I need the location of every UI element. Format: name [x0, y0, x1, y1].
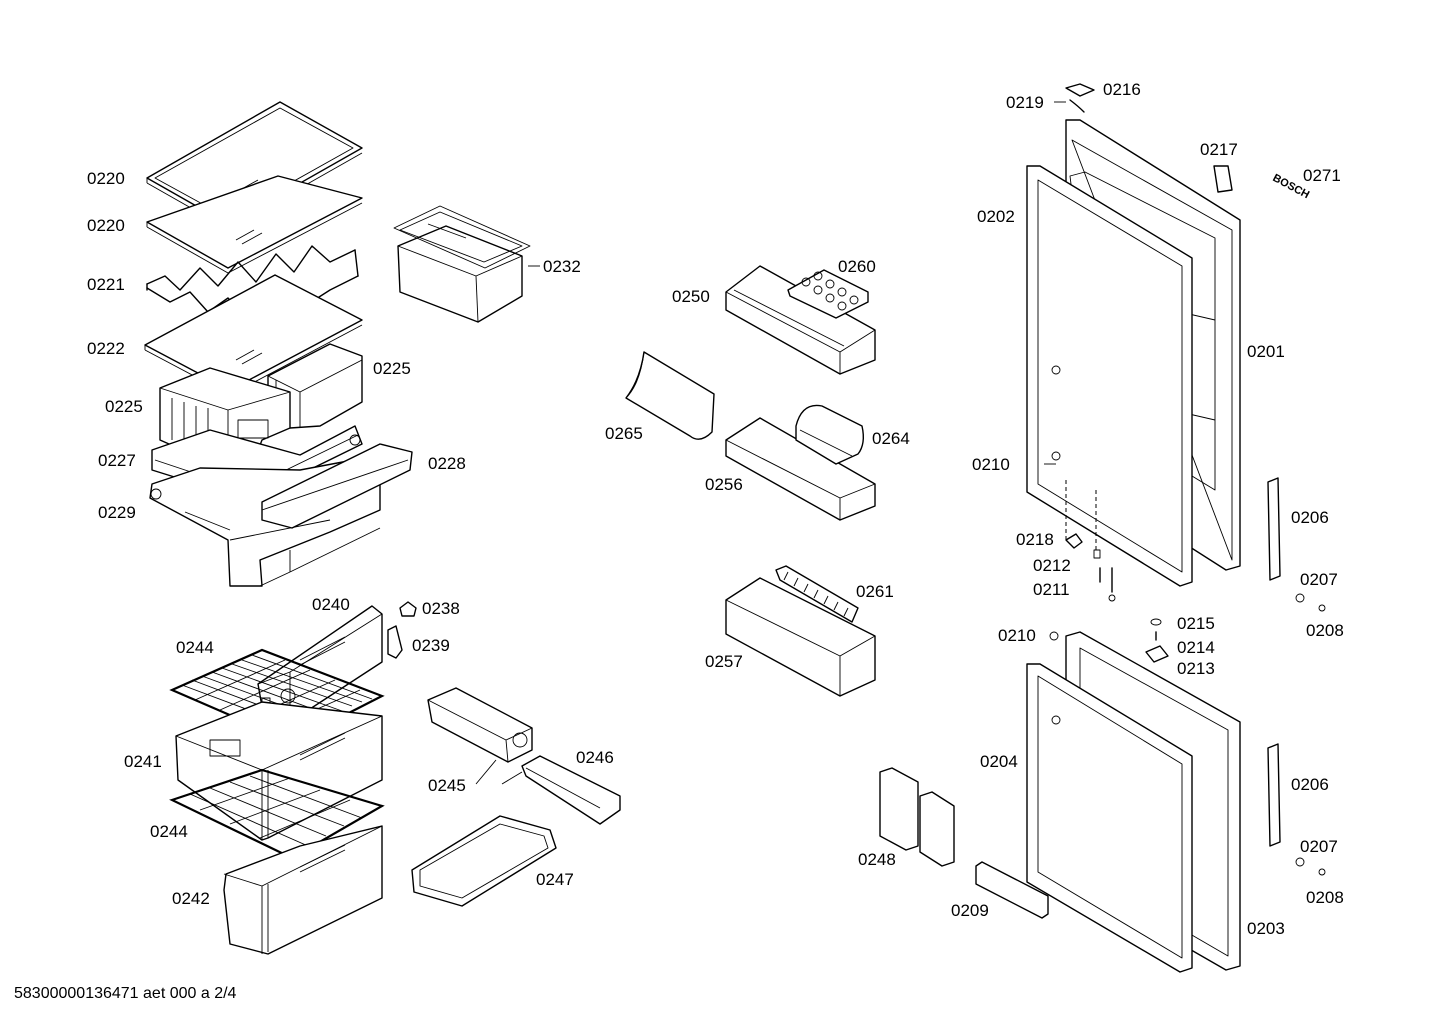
label-0212: 0212 — [1033, 556, 1071, 575]
bottle-retainer-0261 — [775, 565, 859, 623]
cold-packs-0248 — [879, 767, 955, 867]
freezer-drawer-upper — [175, 701, 383, 841]
ice-cube-tray-0247 — [411, 815, 557, 907]
small-parts-right — [1049, 83, 1326, 876]
label-0221: 0221 — [87, 275, 125, 294]
leader-lines — [475, 101, 1066, 785]
label-0210a: 0210 — [972, 455, 1010, 474]
label-0207b: 0207 — [1300, 837, 1338, 856]
label-0220a: 0220 — [87, 169, 125, 188]
label-0216: 0216 — [1103, 80, 1141, 99]
freezer-drawer-lower — [223, 825, 383, 955]
freezer-grid-lower — [169, 768, 385, 860]
ice-box-0245 — [427, 687, 533, 763]
label-0271: 0271 — [1303, 166, 1341, 185]
label-0248: 0248 — [858, 850, 896, 869]
bottle-clip-0265 — [625, 351, 715, 440]
glass-shelf-second — [146, 175, 363, 274]
label-0246: 0246 — [576, 748, 614, 767]
label-0210b: 0210 — [998, 626, 1036, 645]
label-0250: 0250 — [672, 287, 710, 306]
label-0209: 0209 — [951, 901, 989, 920]
rotary-knob-0238 — [399, 601, 417, 617]
label-0256: 0256 — [705, 475, 743, 494]
label-0218: 0218 — [1016, 530, 1054, 549]
label-0222: 0222 — [87, 339, 125, 358]
door-balcony-0257 — [725, 577, 876, 697]
label-0219: 0219 — [1006, 93, 1044, 112]
label-0240: 0240 — [312, 595, 350, 614]
label-0261: 0261 — [856, 582, 894, 601]
label-0208b: 0208 — [1306, 888, 1344, 907]
label-0257: 0257 — [705, 652, 743, 671]
basket-0232 — [393, 205, 531, 323]
label-0203: 0203 — [1247, 919, 1285, 938]
door-trim-0209 — [975, 861, 1049, 919]
butter-lid-0264 — [795, 404, 865, 465]
label-0215: 0215 — [1177, 614, 1215, 633]
label-0241: 0241 — [124, 752, 162, 771]
label-0213: 0213 — [1177, 659, 1215, 678]
part-labels: 0220 0220 0221 0222 0225 0225 0227 0228 … — [87, 80, 1344, 938]
label-0217: 0217 — [1200, 140, 1238, 159]
label-0206a: 0206 — [1291, 508, 1329, 527]
label-0206b: 0206 — [1291, 775, 1329, 794]
label-0264: 0264 — [872, 429, 910, 448]
label-0244b: 0244 — [150, 822, 188, 841]
label-0225b: 0225 — [105, 397, 143, 416]
label-0227: 0227 — [98, 451, 136, 470]
hinge-clip-0239 — [387, 625, 403, 659]
label-0229: 0229 — [98, 503, 136, 522]
label-0207a: 0207 — [1300, 570, 1338, 589]
label-0245: 0245 — [428, 776, 466, 795]
label-0225a: 0225 — [373, 359, 411, 378]
door-balcony-0250 — [725, 265, 876, 375]
label-0204: 0204 — [980, 752, 1018, 771]
handle-0206-upper — [1267, 477, 1281, 581]
label-0247: 0247 — [536, 870, 574, 889]
label-0265: 0265 — [605, 424, 643, 443]
label-0239: 0239 — [412, 636, 450, 655]
door-gasket-lower — [1026, 663, 1193, 973]
label-0202: 0202 — [977, 207, 1015, 226]
label-0201: 0201 — [1247, 342, 1285, 361]
door-gasket-upper — [1026, 165, 1193, 587]
label-0228: 0228 — [428, 454, 466, 473]
door-balcony-0256 — [725, 417, 876, 521]
label-0260: 0260 — [838, 257, 876, 276]
label-0208a: 0208 — [1306, 621, 1344, 640]
label-0232: 0232 — [543, 257, 581, 276]
label-0244a: 0244 — [176, 638, 214, 657]
label-0220b: 0220 — [87, 216, 125, 235]
label-0242: 0242 — [172, 889, 210, 908]
handle-0206-lower — [1267, 743, 1281, 847]
document-id-footer: 58300000136471 aet 000 a 2/4 — [14, 985, 237, 1002]
egg-tray-0260 — [787, 269, 869, 319]
ice-tray-0246 — [521, 755, 621, 825]
label-0238: 0238 — [422, 599, 460, 618]
label-0211: 0211 — [1033, 580, 1070, 599]
label-0214: 0214 — [1177, 638, 1215, 657]
crisper-lid — [261, 443, 413, 529]
